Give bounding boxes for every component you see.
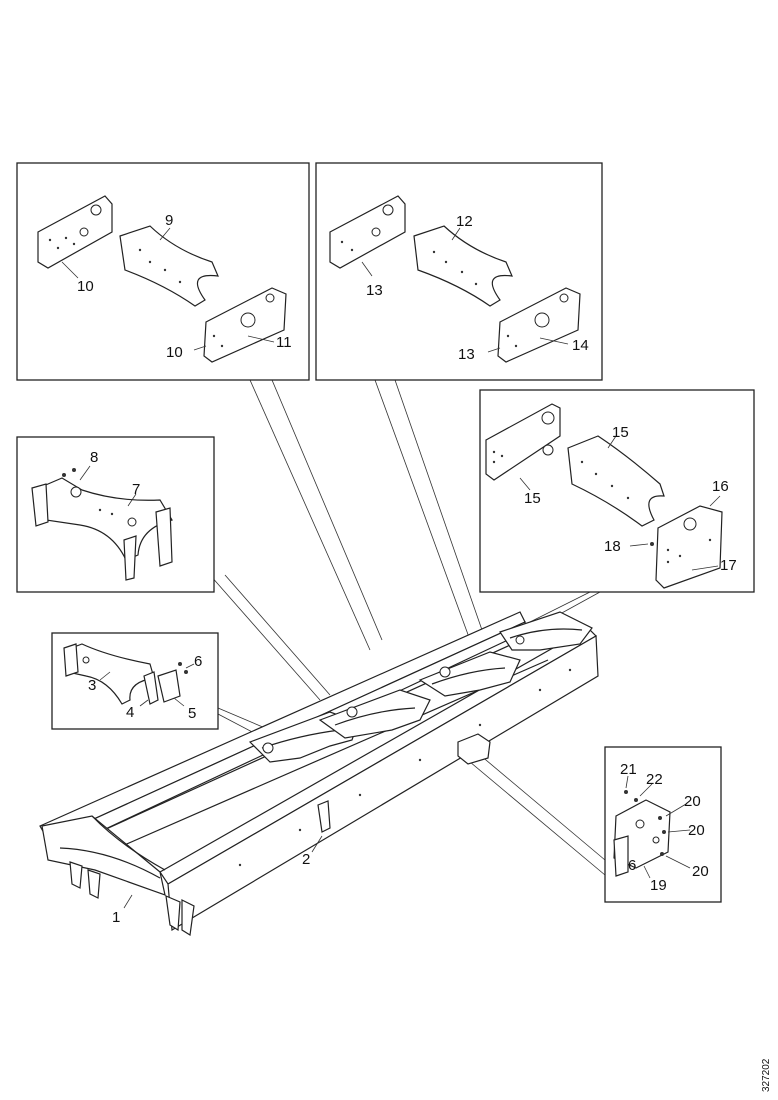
callout-14: 14 xyxy=(572,337,589,354)
callout-11: 11 xyxy=(276,334,292,351)
bracket-5 xyxy=(157,669,181,703)
front-bracket-right xyxy=(165,895,181,932)
callout-1: 1 xyxy=(112,909,120,926)
callout-20: 20 xyxy=(688,822,705,839)
callout-13: 13 xyxy=(458,346,475,363)
detail-box-3-4-5-6: 3 4 5 6 xyxy=(51,632,219,730)
frame-rivets xyxy=(238,668,572,867)
callout-15: 15 xyxy=(524,490,541,507)
detail-box-7-8: 8 7 xyxy=(16,436,215,593)
detail-box-15-16-17-18: 15 15 16 18 17 xyxy=(479,389,755,593)
gusset-plate-15 xyxy=(485,403,561,481)
callout-2: 2 xyxy=(302,851,310,868)
callout-5: 5 xyxy=(188,705,196,722)
detail-box-12-13-14: 13 12 13 14 xyxy=(315,162,603,381)
chassis-frame xyxy=(39,611,599,936)
rear-mounting-bracket xyxy=(457,733,491,765)
callout-17: 17 xyxy=(720,557,737,574)
crossmember-15 xyxy=(567,435,665,527)
callout-10: 10 xyxy=(77,278,94,295)
detail-leader-lines xyxy=(209,379,606,876)
front-bracket-left xyxy=(69,861,83,889)
callout-6: 6 xyxy=(628,857,636,874)
callout-6: 6 xyxy=(194,653,202,670)
callout-16: 16 xyxy=(712,478,729,495)
callout-15: 15 xyxy=(612,424,629,441)
gusset-plate-16 xyxy=(655,505,723,589)
crossmember-middle xyxy=(318,689,431,739)
callout-20: 20 xyxy=(692,863,709,880)
crossmember-7 xyxy=(33,477,173,561)
callout-19: 19 xyxy=(650,877,667,894)
bracket-4 xyxy=(143,671,159,705)
callout-21: 21 xyxy=(620,761,637,778)
callout-9: 9 xyxy=(165,212,173,229)
detail-box-9-10-11: 10 9 10 11 xyxy=(16,162,310,381)
callout-3: 3 xyxy=(88,677,96,694)
crossmember-rear-middle xyxy=(418,651,521,697)
callout-18: 18 xyxy=(604,538,621,555)
callout-20: 20 xyxy=(684,793,701,810)
callout-22: 22 xyxy=(646,771,663,788)
callout-13: 13 xyxy=(366,282,383,299)
callout-4: 4 xyxy=(126,704,134,721)
crossmember-12 xyxy=(413,225,513,307)
drawing-reference-code: 327202 xyxy=(761,1058,772,1092)
crossmember-9 xyxy=(119,225,219,307)
callout-12: 12 xyxy=(456,213,473,230)
callout-10: 10 xyxy=(166,344,183,361)
detail-box-19-20-21-22: 21 22 20 20 20 6 19 xyxy=(604,746,722,903)
callout-7: 7 xyxy=(132,481,140,498)
callout-8: 8 xyxy=(90,449,98,466)
side-bracket xyxy=(317,800,331,833)
